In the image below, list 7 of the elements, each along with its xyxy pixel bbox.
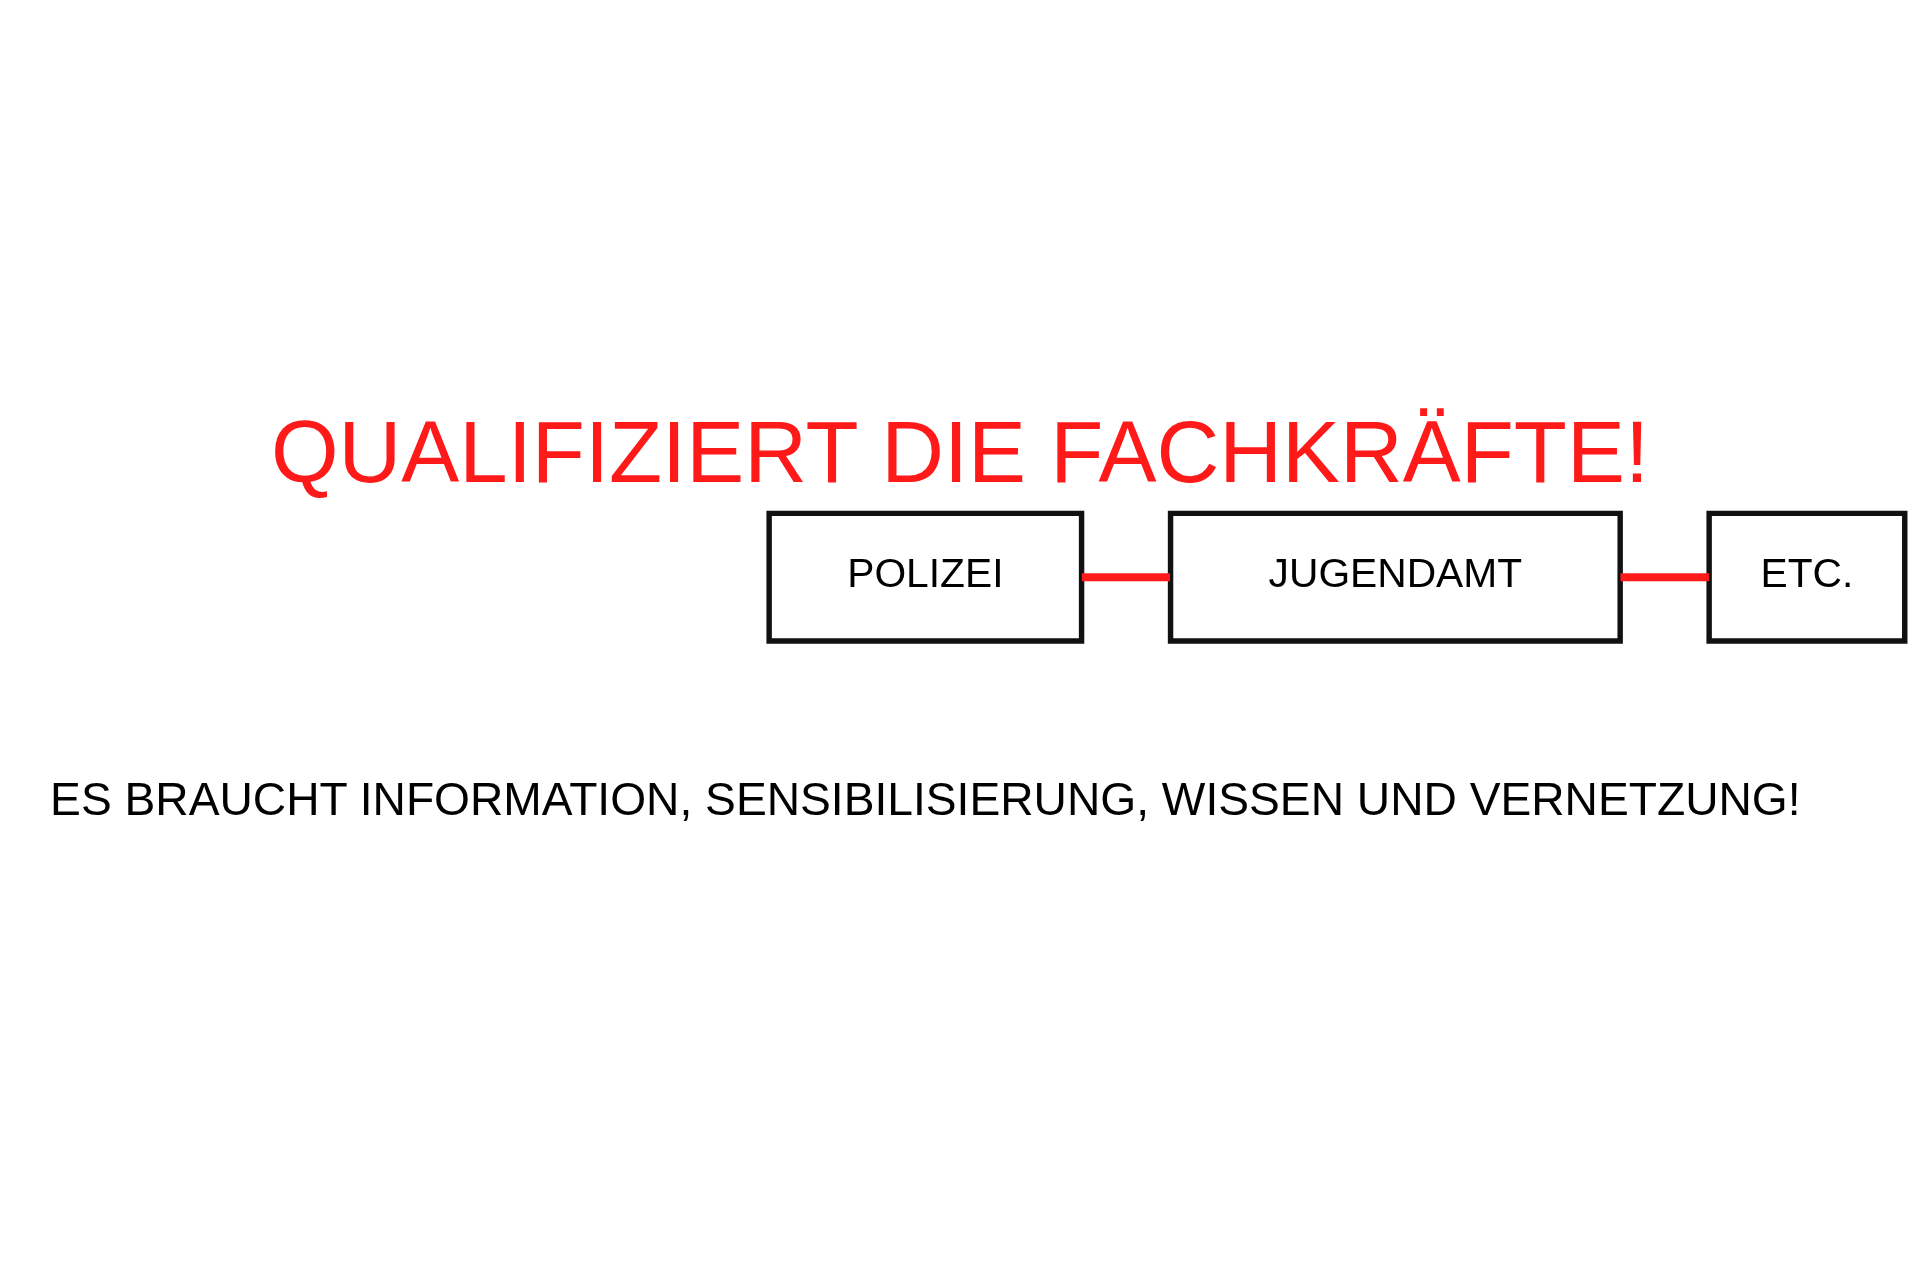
node-box: JUGENDAMT xyxy=(1167,510,1623,644)
diagram-title: QUALIFIZIERT DIE FACHKRÄFTE! xyxy=(270,403,1650,501)
node-box: POLIZEI xyxy=(766,510,1085,644)
node-box: ETC. xyxy=(1706,510,1908,644)
connector xyxy=(1081,573,1171,582)
connector xyxy=(1620,573,1709,582)
caption: ES BRAUCHT INFORMATION, SENSIBILISIERUNG, WISSEN UND VERNETZUNG! xyxy=(50,772,1801,825)
